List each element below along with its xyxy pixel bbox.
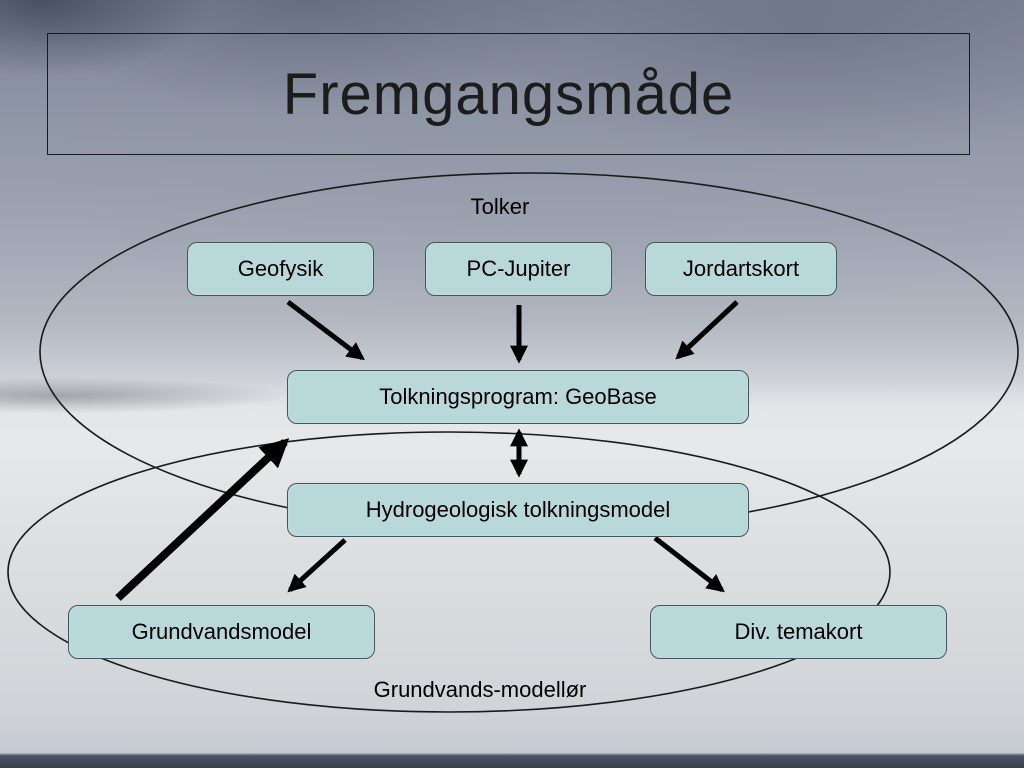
node-temakort-label: Div. temakort [734,619,863,644]
node-hydro-label: Hydrogeologisk tolkningsmodel [365,497,671,522]
node-jordartskort-label: Jordartskort [682,256,800,281]
ellipse-tolker-group [39,172,1019,532]
node-tolkningsprogram-geobase: Tolkningsprogram: GeoBase [287,370,749,424]
group-label-tolker: Tolker [470,194,530,219]
node-div-temakort: Div. temakort [650,605,947,659]
arrow-hydro-to-grundvandsmodel [287,538,347,593]
node-hydrogeologisk-tolkningsmodel: Hydrogeologisk tolkningsmodel [287,483,749,537]
arrow-jordartskort-to-geobase [675,300,739,360]
arrow-grundvandsmodel-to-geobase [115,438,290,601]
node-grundvandsmodel: Grundvandsmodel [68,605,375,659]
node-pc-jupiter-label: PC-Jupiter [466,256,571,281]
title-box: Fremgangsmåde [47,33,970,155]
node-geofysik: Geofysik [187,242,374,296]
node-jordartskort: Jordartskort [645,242,837,296]
ellipse-grundvands-group [7,431,891,713]
node-pc-jupiter: PC-Jupiter [425,242,612,296]
group-label-grundvands-modellor: Grundvands-modellør [373,677,587,702]
node-geobase-label: Tolkningsprogram: GeoBase [379,384,657,409]
arrow-hydro-to-temakort [653,536,725,593]
node-geofysik-label: Geofysik [237,256,324,281]
slide-title: Fremgangsmåde [282,61,735,127]
node-grundvandsmodel-label: Grundvandsmodel [131,619,312,644]
arrow-geofysik-to-geobase [286,300,365,361]
